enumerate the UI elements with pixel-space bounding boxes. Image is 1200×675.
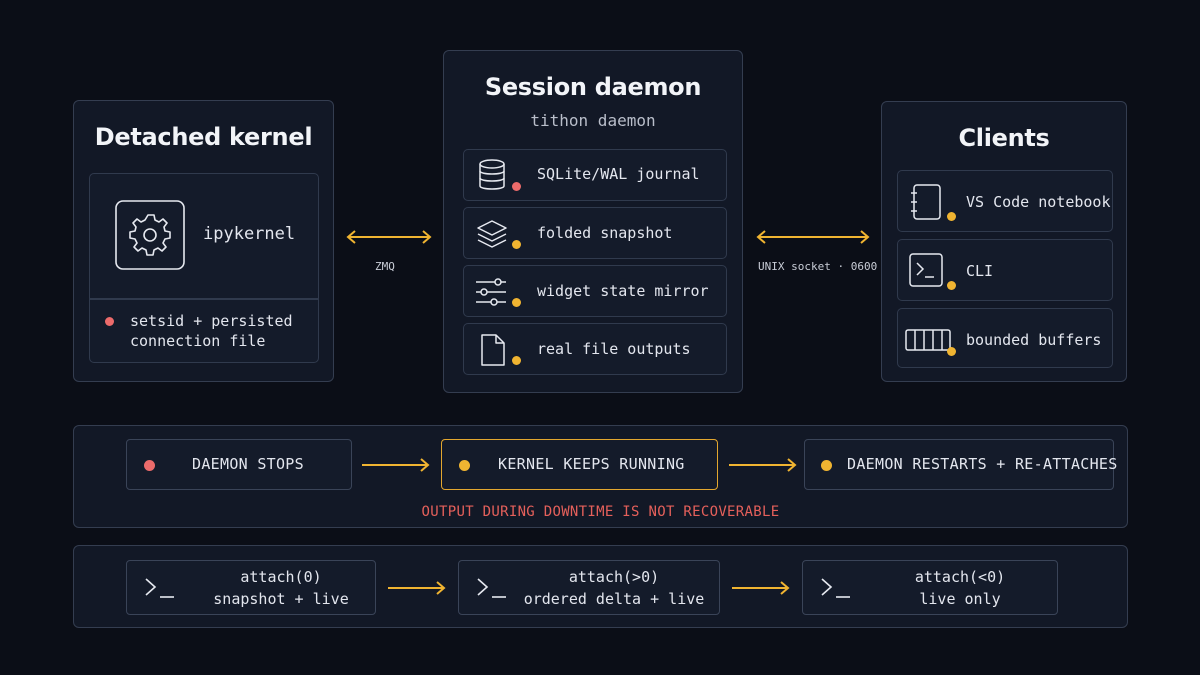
daemon-item-journal: SQLite/WAL journal <box>463 149 727 201</box>
buffer-icon <box>905 329 951 351</box>
notebook-icon <box>909 183 943 221</box>
kernel-process-label: ipykernel <box>203 224 296 244</box>
sliders-icon <box>474 276 508 308</box>
layers-icon <box>476 218 508 250</box>
vscode-status-dot <box>947 212 956 221</box>
attach-step-negative: attach(<0) live only <box>802 560 1058 615</box>
daemon-item-widget-state: widget state mirror <box>463 265 727 317</box>
attach-step-text: attach(<0) live only <box>863 566 1057 610</box>
daemon-item-snapshot: folded snapshot <box>463 207 727 259</box>
clients-title: Clients <box>958 124 1050 152</box>
attach-arrow <box>732 580 790 596</box>
zmq-label: ZMQ <box>375 260 395 273</box>
downtime-warning: OUTPUT DURING DOWNTIME IS NOT RECOVERABL… <box>421 504 780 520</box>
clients-panel: Clients VS Code notebook <box>881 101 1127 382</box>
attach-call: attach(>0) <box>568 568 660 586</box>
detached-kernel-panel: Detached kernel ipykernel setsid + persi… <box>73 100 334 382</box>
kernel-note-line2: connection file <box>130 332 266 350</box>
daemon-item-file-outputs: real file outputs <box>463 323 727 375</box>
client-item-label: CLI <box>966 262 994 280</box>
client-item-cli: CLI <box>897 239 1113 301</box>
flow-step-daemon-stops: DAEMON STOPS <box>126 439 352 490</box>
zmq-double-arrow <box>346 229 432 245</box>
kernel-card-divider <box>90 298 318 300</box>
unix-socket-label: UNIX socket · 0600 <box>758 260 878 273</box>
attach-flow-panel: attach(0) snapshot + live attach(>0) ord… <box>73 545 1128 628</box>
daemon-title: Session daemon <box>484 73 702 101</box>
file-icon <box>480 333 506 367</box>
prompt-icon <box>820 577 852 599</box>
kernel-note-line1: setsid + persisted <box>130 312 293 330</box>
daemon-subtitle: tithon daemon <box>530 111 656 130</box>
attach-step-text: attach(0) snapshot + live <box>187 566 375 610</box>
gear-icon <box>115 200 185 270</box>
client-item-buffers: bounded buffers <box>897 308 1113 368</box>
attach-arrow <box>388 580 446 596</box>
kernel-card: ipykernel setsid + persisted connection … <box>89 173 319 363</box>
client-item-label: VS Code notebook <box>966 193 1111 211</box>
attach-step-text: attach(>0) ordered delta + live <box>509 566 719 610</box>
daemon-item-label: widget state mirror <box>537 282 709 300</box>
kernel-title: Detached kernel <box>94 123 313 151</box>
attach-mode: snapshot + live <box>213 590 349 608</box>
prompt-icon <box>144 577 176 599</box>
flow-step-label: DAEMON RESTARTS + RE-ATTACHES <box>847 455 1118 473</box>
file-outputs-status-dot <box>512 356 521 365</box>
attach-step-positive: attach(>0) ordered delta + live <box>458 560 720 615</box>
client-item-label: bounded buffers <box>966 331 1102 349</box>
unix-socket-double-arrow <box>756 229 870 245</box>
journal-status-dot <box>512 182 521 191</box>
attach-call: attach(0) <box>240 568 322 586</box>
daemon-restarts-dot <box>821 460 832 471</box>
terminal-icon <box>909 253 943 287</box>
prompt-icon <box>476 577 508 599</box>
attach-step-zero: attach(0) snapshot + live <box>126 560 376 615</box>
database-icon <box>478 159 506 191</box>
snapshot-status-dot <box>512 240 521 249</box>
flow-step-kernel-keeps-running: KERNEL KEEPS RUNNING <box>441 439 718 490</box>
cli-status-dot <box>947 281 956 290</box>
kernel-running-dot <box>459 460 470 471</box>
attach-mode: live only <box>919 590 1001 608</box>
widget-state-status-dot <box>512 298 521 307</box>
flow-arrow <box>729 457 797 473</box>
kernel-status-dot <box>105 317 114 326</box>
daemon-item-label: real file outputs <box>537 340 691 358</box>
client-item-vscode: VS Code notebook <box>897 170 1113 232</box>
daemon-stops-dot <box>144 460 155 471</box>
flow-arrow <box>362 457 430 473</box>
flow-step-daemon-restarts: DAEMON RESTARTS + RE-ATTACHES <box>804 439 1117 490</box>
daemon-item-label: folded snapshot <box>537 224 673 242</box>
attach-mode: ordered delta + live <box>523 590 705 608</box>
failure-flow-panel: DAEMON STOPS KERNEL KEEPS RUNNING DAEMON… <box>73 425 1128 528</box>
flow-step-label: DAEMON STOPS <box>192 455 304 473</box>
daemon-item-label: SQLite/WAL journal <box>537 165 700 183</box>
buffers-status-dot <box>947 347 956 356</box>
attach-call: attach(<0) <box>914 568 1006 586</box>
session-daemon-panel: Session daemon tithon daemon SQLite/WAL … <box>443 50 743 393</box>
flow-step-label: KERNEL KEEPS RUNNING <box>498 455 685 473</box>
